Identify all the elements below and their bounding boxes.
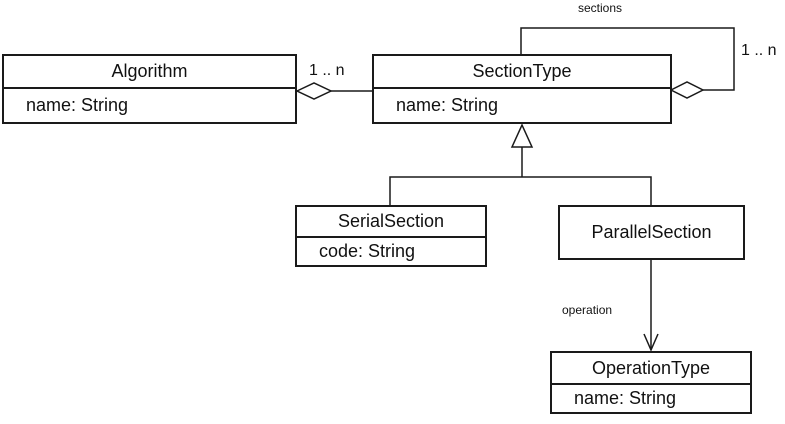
self-aggregation-loop-line bbox=[520, 27, 735, 91]
class-box-algorithm: Algorithm name: String bbox=[2, 54, 297, 124]
aggregation-diamond-algorithm-icon bbox=[295, 82, 333, 100]
class-name-parallelsection: ParallelSection bbox=[591, 222, 712, 242]
aggregation-diamond-sections-icon bbox=[669, 81, 705, 99]
class-attribute-operationtype-name: name: String bbox=[574, 388, 677, 408]
multiplicity-label-sections: 1 .. n bbox=[741, 42, 777, 59]
generalization-triangle-icon bbox=[510, 123, 534, 148]
class-name-operationtype: OperationType bbox=[552, 353, 750, 385]
open-arrowhead-icon bbox=[643, 333, 659, 352]
class-name-serialsection: SerialSection bbox=[297, 207, 485, 238]
class-attribute-serialsection-code: code: String bbox=[319, 241, 416, 261]
role-label-operation: operation bbox=[562, 303, 613, 317]
class-name-algorithm: Algorithm bbox=[4, 56, 295, 89]
class-box-serialsection: SerialSection code: String bbox=[295, 205, 487, 267]
generalization-branch-line bbox=[389, 176, 652, 205]
class-box-operationtype: OperationType name: String bbox=[550, 351, 752, 414]
multiplicity-label-algorithm-sectiontype: 1 .. n bbox=[309, 62, 345, 79]
class-name-sectiontype: SectionType bbox=[374, 56, 670, 89]
role-label-sections: sections bbox=[578, 1, 623, 15]
class-box-sectiontype: SectionType name: String bbox=[372, 54, 672, 124]
class-attribute-algorithm-name: name: String bbox=[26, 95, 129, 115]
class-box-parallelsection: ParallelSection bbox=[558, 205, 745, 260]
class-attribute-sectiontype-name: name: String bbox=[396, 95, 499, 115]
